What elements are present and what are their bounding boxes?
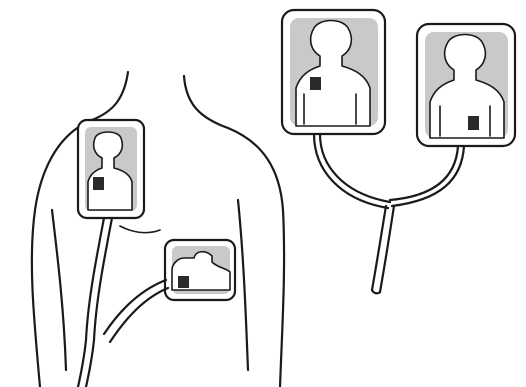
right-shoulder-line — [228, 128, 284, 387]
right-arm-inner-line — [238, 200, 248, 370]
neck-right-line — [184, 76, 228, 128]
pad-package-left — [282, 10, 385, 134]
chest-pad-upper — [78, 120, 144, 218]
pad-marker-square — [310, 77, 321, 90]
pad-marker-square — [93, 177, 104, 190]
chest-contour-line — [120, 226, 160, 233]
package-cables — [314, 134, 464, 293]
pad-package-right — [417, 24, 515, 146]
pad-marker-square — [468, 116, 479, 130]
pad-marker-square — [178, 276, 189, 288]
chest-pad-cable — [78, 218, 168, 387]
left-arm-inner-line — [52, 210, 66, 370]
torso-figure — [32, 72, 284, 387]
chest-pad-lower — [165, 240, 235, 300]
neck-left-line — [92, 72, 128, 120]
